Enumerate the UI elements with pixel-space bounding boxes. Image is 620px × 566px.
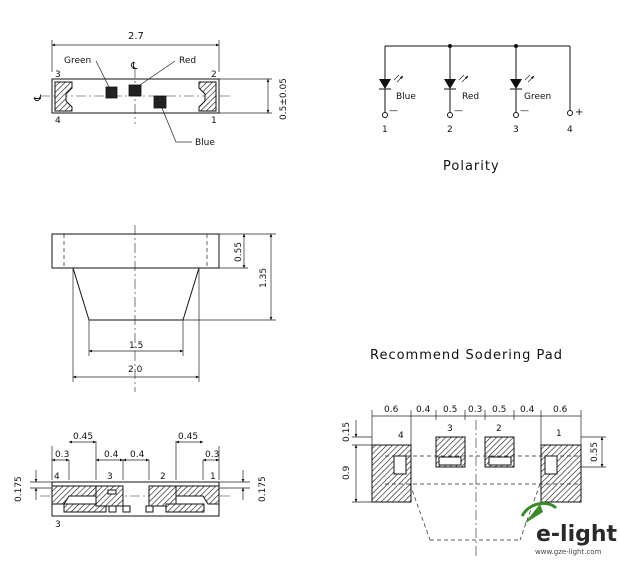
- pad-dim-4: 0.3: [468, 405, 482, 415]
- side-dim-15: 1.5: [129, 341, 143, 351]
- polarity-title: Polarity: [443, 159, 500, 174]
- logo-brand: e-light: [536, 522, 618, 547]
- side-dim-135: 1.35: [259, 268, 269, 288]
- polarity-pin-3: 3: [513, 125, 519, 135]
- top-width-dim: 2.7: [128, 31, 144, 42]
- polarity-minus-1: —: [389, 106, 398, 116]
- polarity-plus: +: [575, 107, 583, 118]
- polarity-led-red: Red: [462, 92, 479, 102]
- polarity-pin-2: 2: [447, 125, 453, 135]
- bottom-dim-04-left: 0.4: [104, 450, 119, 460]
- bottom-pin-2: 2: [160, 472, 166, 482]
- top-centerline-symbol: ℄: [130, 61, 138, 72]
- bottom-pin-3: 3: [107, 472, 113, 482]
- polarity-schematic: Blue — 1 Red — 2 Green — 3 + 4 Polarity: [379, 44, 583, 174]
- pad-number-3: 3: [447, 424, 453, 434]
- pad-dim-1: 0.6: [384, 405, 399, 415]
- top-view: 2.7 ℄ ℄ Green Red Blue 3 2 4 1 0.5±0.05: [33, 31, 289, 148]
- bottom-dim-04-right: 0.4: [130, 450, 145, 460]
- side-centerline-symbol: ℄: [33, 94, 44, 102]
- side-dim-20: 2.0: [128, 365, 143, 375]
- pad-dim-7: 0.6: [553, 405, 568, 415]
- pad-dim-6: 0.4: [520, 405, 535, 415]
- polarity-minus-3: —: [520, 106, 529, 116]
- top-pin-2: 2: [211, 70, 217, 80]
- bottom-pin-1: 1: [210, 472, 216, 482]
- soldering-pad: Recommend Sodering Pad 0.6 0.4 0.5 0.3 0…: [342, 348, 606, 556]
- top-pin-4: 4: [55, 116, 61, 126]
- pad-dim-015: 0.15: [342, 422, 352, 442]
- polarity-led-green: Green: [524, 92, 551, 102]
- side-dim-055: 0.55: [234, 242, 244, 262]
- e-light-logo: e-light www.gze-light.com: [520, 501, 618, 556]
- top-pin-3: 3: [55, 70, 61, 80]
- pad-number-2: 2: [496, 424, 502, 434]
- bottom-view: 0.45 0.45 0.3 0.4 0.4 0.3 4 3 2 1 3: [14, 432, 268, 530]
- pad-dim-09: 0.9: [342, 465, 352, 480]
- label-blue-chip: Blue: [195, 138, 215, 148]
- bottom-dim-0175-left: 0.175: [14, 476, 24, 502]
- bottom-dim-0175-right: 0.175: [258, 476, 268, 502]
- leaf-icon: [524, 504, 543, 524]
- bottom-dim-03-right: 0.3: [205, 450, 219, 460]
- logo-url: www.gze-light.com: [535, 548, 602, 556]
- blue-chip: [153, 95, 167, 109]
- pad-number-1: 1: [556, 429, 562, 439]
- bottom-pin-4: 4: [54, 472, 60, 482]
- polarity-pin-1: 1: [382, 125, 388, 135]
- pad-dim-3: 0.5: [443, 405, 457, 415]
- green-chip: [105, 86, 118, 99]
- polarity-minus-2: —: [454, 106, 463, 116]
- bottom-dim-045-left: 0.45: [73, 432, 93, 442]
- label-green-chip: Green: [64, 56, 91, 66]
- polarity-pin-4: 4: [567, 125, 573, 135]
- label-red-chip: Red: [179, 56, 196, 66]
- bottom-pin-3-lower: 3: [55, 520, 61, 530]
- pad-dim-055: 0.55: [590, 442, 600, 462]
- top-pin-1: 1: [211, 116, 217, 126]
- red-chip: [128, 84, 142, 97]
- top-height-dim: 0.5±0.05: [279, 78, 289, 120]
- bottom-dim-045-right: 0.45: [178, 432, 198, 442]
- bottom-dim-03-left: 0.3: [55, 450, 69, 460]
- side-view: 0.55 1.35 1.5 2.0: [51, 225, 276, 392]
- polarity-led-blue: Blue: [396, 92, 416, 102]
- pad-dim-5: 0.5: [492, 405, 506, 415]
- pad-title: Recommend Sodering Pad: [370, 348, 563, 363]
- pad-dim-2: 0.4: [416, 405, 431, 415]
- pad-number-4: 4: [398, 431, 404, 441]
